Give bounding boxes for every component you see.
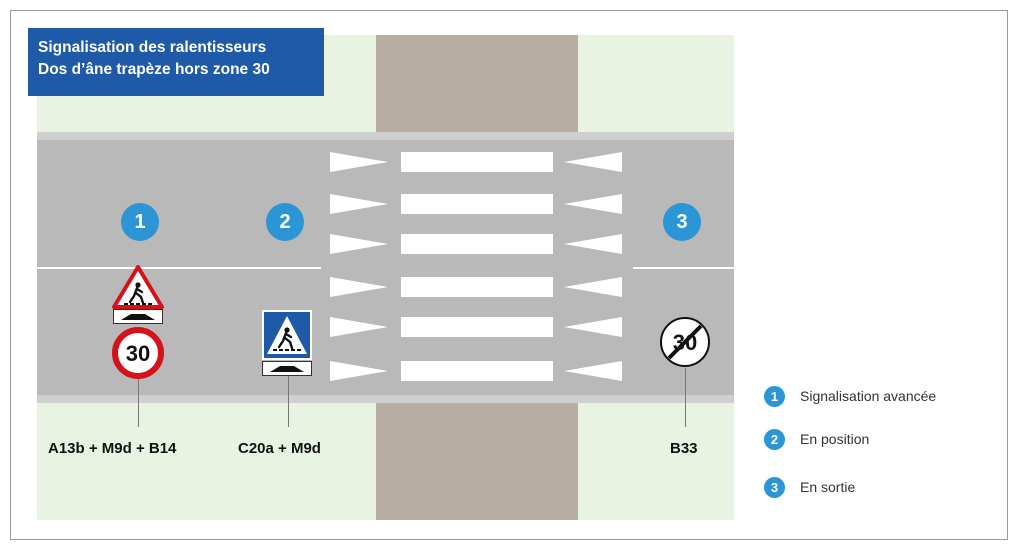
lane-line-left: [37, 267, 321, 269]
legend-label-2: En position: [800, 431, 870, 447]
curb-top: [37, 132, 734, 140]
position-badge-1: 1: [121, 203, 159, 241]
zebra-stripe: [401, 277, 553, 297]
speed-bump-markings: [330, 152, 622, 381]
pedestrian-crossing-sign-icon: [262, 310, 312, 360]
zebra-stripe: [401, 361, 553, 381]
right-triangle: [564, 234, 622, 254]
legend-label-3: En sortie: [800, 479, 856, 495]
sign-post-3: [685, 368, 686, 427]
diagram-title: Signalisation des ralentisseurs Dos d’ân…: [28, 28, 324, 96]
grass-bottom-left: [37, 403, 376, 520]
left-triangle: [330, 317, 388, 337]
left-triangle: [330, 277, 388, 297]
grass-top-right: [578, 35, 734, 132]
lane-line-right: [633, 267, 734, 269]
sign-label-2: C20a + M9d: [238, 440, 321, 457]
zebra-stripe: [401, 317, 553, 337]
bump-panel-icon: [262, 361, 312, 376]
grass-bottom-right: [578, 403, 734, 520]
curb-bottom: [37, 395, 734, 403]
bump-panel-icon: [113, 309, 163, 324]
warning-pedestrian-sign-icon: [112, 265, 164, 309]
sidewalk-bottom: [376, 403, 578, 520]
title-line-1: Signalisation des ralentisseurs: [38, 39, 267, 56]
left-triangle: [330, 152, 388, 172]
speed-limit-value: 30: [126, 341, 150, 366]
left-triangle: [330, 234, 388, 254]
sign-post-2: [288, 376, 289, 427]
right-triangle: [564, 194, 622, 214]
left-triangle: [330, 361, 388, 381]
legend-badge-2: 2: [764, 429, 785, 450]
zebra-stripe: [401, 234, 553, 254]
legend-badge-3: 3: [764, 477, 785, 498]
position-badge-2: 2: [266, 203, 304, 241]
right-triangle: [564, 317, 622, 337]
right-triangle: [564, 361, 622, 381]
legend-badge-1: 1: [764, 386, 785, 407]
legend-label-1: Signalisation avancée: [800, 388, 937, 404]
right-triangle: [564, 152, 622, 172]
speed-limit-sign-icon: 30: [112, 327, 164, 379]
sign-label-3: B33: [670, 440, 698, 457]
end-speed-limit-sign-icon: 30: [660, 317, 710, 367]
title-line-2: Dos d’âne trapèze hors zone 30: [38, 61, 270, 78]
zebra-stripe: [401, 152, 553, 172]
left-triangle: [330, 194, 388, 214]
position-badge-3: 3: [663, 203, 701, 241]
sign-post-1: [138, 379, 139, 427]
sign-label-1: A13b + M9d + B14: [48, 440, 177, 457]
zebra-stripe: [401, 194, 553, 214]
right-triangle: [564, 277, 622, 297]
sidewalk-top: [376, 35, 578, 132]
